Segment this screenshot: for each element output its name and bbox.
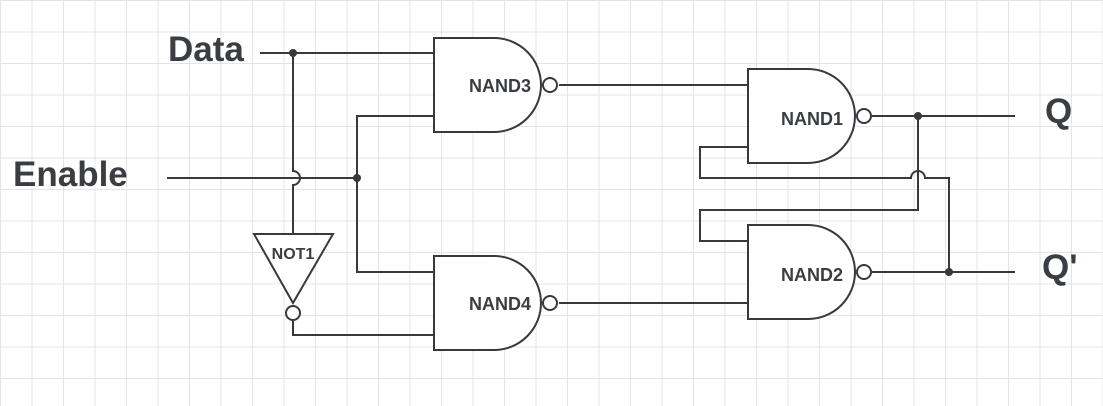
junctions — [289, 49, 953, 276]
nand2-gate[interactable]: NAND2 — [747, 224, 872, 320]
nand3-inversion-bubble — [542, 77, 558, 93]
not1-to-nand4-wire[interactable] — [292, 321, 434, 336]
q-feedback-wire[interactable] — [699, 116, 919, 242]
not1-label: NOT1 — [272, 246, 315, 263]
data-branch-wire[interactable] — [292, 53, 301, 234]
nand3-label: NAND3 — [469, 76, 531, 96]
nand3-gate[interactable]: NAND3 — [433, 37, 558, 133]
nand4-inversion-bubble — [542, 295, 558, 311]
q-bar-feedback-wire[interactable] — [699, 146, 950, 272]
q-output-label: Q — [1045, 92, 1072, 131]
wires — [167, 52, 1015, 336]
nand1-inversion-bubble — [856, 108, 872, 124]
enable-junction — [353, 174, 361, 182]
nand2-label: NAND2 — [781, 265, 843, 285]
data-input-label: Data — [168, 30, 244, 69]
nand2-inversion-bubble — [856, 264, 872, 280]
nand4-gate[interactable]: NAND4 — [433, 255, 558, 351]
enable-input-label: Enable — [13, 155, 128, 194]
not1-gate[interactable]: NOT1 — [252, 233, 335, 321]
enable-to-nand3-wire[interactable] — [356, 115, 434, 178]
enable-to-nand4-wire[interactable] — [356, 178, 434, 273]
not1-inversion-bubble — [285, 305, 301, 321]
q-junction — [914, 112, 922, 120]
q-bar-output-label: Q' — [1042, 248, 1078, 287]
data-junction — [289, 49, 297, 57]
nand1-label: NAND1 — [781, 109, 843, 129]
q-bar-junction — [945, 268, 953, 276]
nand4-label: NAND4 — [469, 294, 531, 314]
nand1-gate[interactable]: NAND1 — [747, 68, 872, 164]
